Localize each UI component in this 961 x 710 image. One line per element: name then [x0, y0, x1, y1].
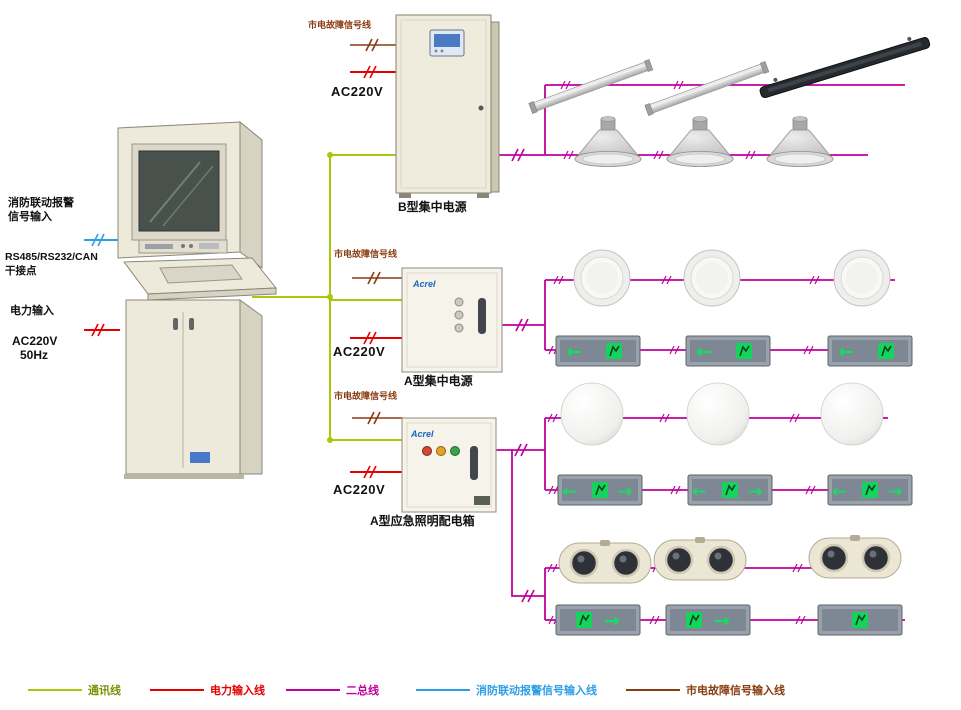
highbay-lamp — [574, 116, 642, 167]
legend-item-fire: 消防联动报警信号输入线 — [416, 682, 597, 698]
highbay-lamp — [766, 116, 834, 167]
fire-signal-label-line2: 信号输入 — [8, 211, 52, 223]
legend-item-fault: 市电故障信号输入线 — [626, 682, 785, 698]
exit-sign-left — [556, 336, 640, 366]
console-door-handle-left — [173, 318, 178, 330]
power-a-handle — [478, 298, 486, 334]
exit-sign-double — [558, 475, 642, 505]
console-hz-label: 50Hz — [20, 348, 49, 362]
dist-box-handle — [470, 446, 478, 480]
console-badge — [190, 452, 210, 463]
dist-box-name: A型应急照明配电箱 — [370, 514, 475, 528]
mains-fault-wires — [350, 38, 403, 425]
exit-sign-left — [686, 336, 770, 366]
power-a-box: Acrel — [401, 267, 503, 373]
power-a-mains-fault-label: 市电故障信号线 — [334, 249, 398, 259]
power-input-label: 电力输入 — [10, 305, 54, 317]
dist-box-ac-label: AC220V — [333, 482, 386, 497]
console-screen — [138, 150, 220, 232]
legend-item-bus: 二总线 — [286, 682, 379, 698]
legend-label-bus: 二总线 — [346, 685, 379, 697]
downlight — [833, 249, 891, 307]
exit-sign-left — [828, 336, 912, 366]
twin-spot-emergency-light — [807, 533, 903, 580]
legend-label-power: 电力输入线 — [210, 685, 265, 697]
comm-line-wires — [252, 152, 403, 443]
power-b-cabinet — [395, 14, 500, 198]
legend-item-comm: 通讯线 — [28, 682, 121, 698]
fire-signal-label-line1: 消防联动报警 — [8, 197, 74, 209]
lamp-loads — [528, 31, 932, 635]
dist-box-indicator-yellow — [436, 446, 446, 456]
fluorescent-tube-lamp — [644, 60, 770, 117]
legend-label-fire: 消防联动报警信号输入线 — [476, 685, 597, 697]
console-ac-label: AC220V — [12, 334, 58, 348]
twin-spot-emergency-light — [652, 535, 748, 582]
power-b-mains-fault-label: 市电故障信号线 — [308, 20, 372, 30]
twin-spot-emergency-light — [557, 538, 653, 585]
power-b-name: B型集中电源 — [398, 200, 467, 214]
power-a-name: A型集中电源 — [404, 374, 473, 388]
dist-box-mains-fault-label: 市电故障信号线 — [334, 391, 398, 401]
exit-sign-picto — [818, 605, 902, 635]
legend-line-bus — [286, 689, 340, 691]
power-b-lock — [478, 105, 484, 111]
exit-sign-double — [688, 475, 772, 505]
legend-item-power: 电力输入线 — [150, 682, 265, 698]
downlight — [573, 249, 631, 307]
highbay-lamp — [666, 116, 734, 167]
legend-label-fault: 市电故障信号输入线 — [686, 685, 785, 697]
ball-lamp — [560, 382, 624, 446]
dry-contact-label: 干接点 — [5, 265, 37, 277]
bus-spec-label: RS485/RS232/CAN — [5, 251, 98, 263]
power-input-wires — [84, 65, 403, 479]
dist-box-indicator-red — [422, 446, 432, 456]
legend-line-power — [150, 689, 204, 691]
dist-box-indicator-green — [450, 446, 460, 456]
power-a-ac-label: AC220V — [333, 344, 386, 359]
console-keyboard — [159, 264, 243, 284]
legend-label-comm: 通讯线 — [88, 685, 121, 697]
power-a-brand-logo: Acrel — [412, 279, 436, 289]
console-door-handle-right — [189, 318, 194, 330]
downlight — [683, 249, 741, 307]
led-batten-lamp — [757, 31, 932, 100]
legend-line-fault — [626, 689, 680, 691]
legend-line-comm — [28, 689, 82, 691]
legend-line-fire — [416, 689, 470, 691]
dist-box: Acrel — [401, 417, 497, 513]
fluorescent-tube-lamp — [528, 58, 654, 115]
exit-sign-double — [828, 475, 912, 505]
ball-lamp — [686, 382, 750, 446]
control-console — [117, 120, 278, 479]
dist-box-brand-logo: Acrel — [410, 429, 434, 439]
exit-sign-right — [556, 605, 640, 635]
ball-lamp — [820, 382, 884, 446]
exit-sign-right — [666, 605, 750, 635]
fire-signal-wires — [84, 233, 120, 247]
power-b-ac-label: AC220V — [331, 84, 384, 99]
